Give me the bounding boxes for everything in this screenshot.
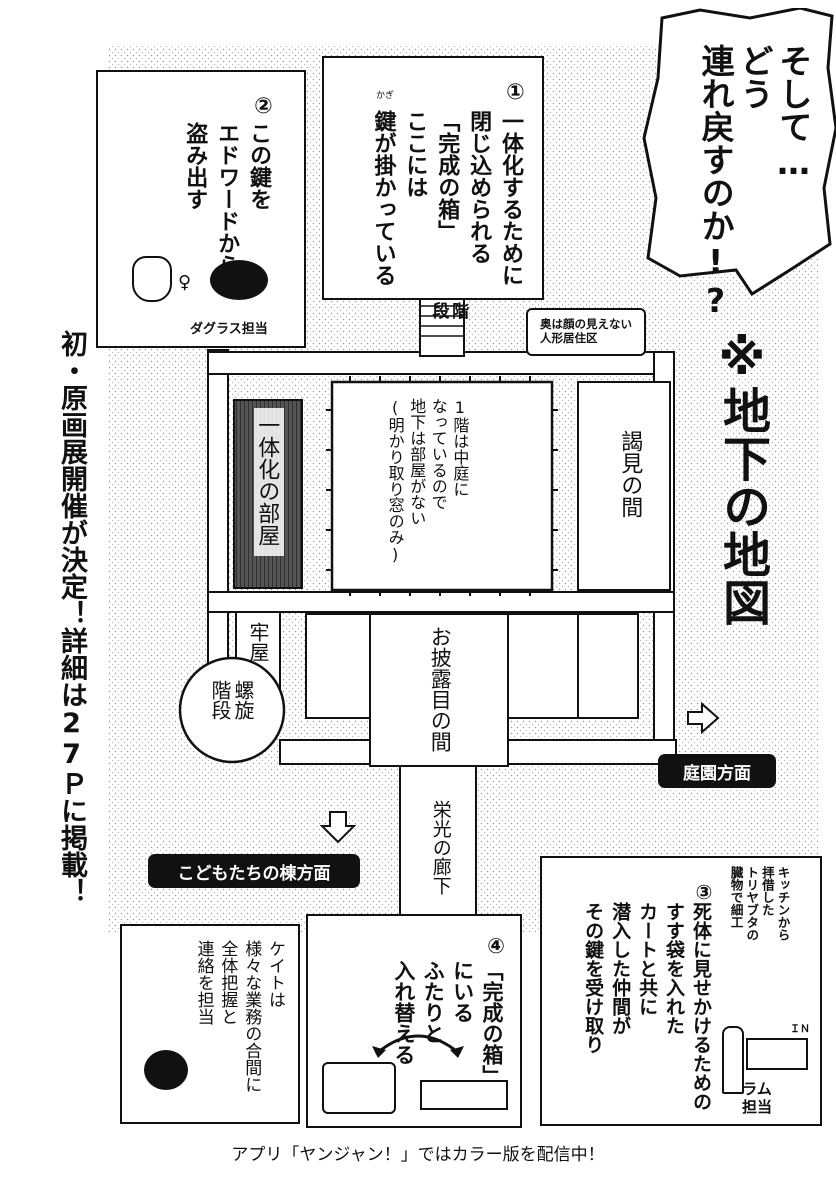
note-3-caption: ラム 担当 <box>742 1080 773 1116</box>
note-1-ruby: かぎ <box>376 91 395 101</box>
footer-text: アプリ「ヤンジャン！」ではカラー版を配信中！ <box>231 1145 605 1165</box>
glory-corridor-label: 栄光の廊下 <box>429 800 452 895</box>
note-3-number: ③ <box>692 880 716 904</box>
note-4-number: ④ <box>484 934 508 958</box>
note-3-in-label: ＩＮ <box>790 1024 810 1035</box>
note-3-box: ③ 死体に見せかけるための すす袋を入れた カートと共に 潜入した仲間が その鍵… <box>540 856 822 1126</box>
shout-bubble-shape <box>642 8 836 297</box>
shout-text: そして… どう 連れ戻すのか!? <box>696 44 813 320</box>
note-5-text: ケイトは 様々な業務の合間に 全体把握と 連絡を担当 <box>193 940 285 1093</box>
stairs-label: 階 段 <box>428 302 469 319</box>
note-2-box: ② この鍵を エドワードから 盗み出す ♀ ダグラス担当 <box>96 70 306 348</box>
announcement-text: 初・原画展開催が決定！詳細は27Ｐに掲載！ <box>56 330 88 905</box>
unification-room-label: 一体化の部屋 <box>254 414 280 546</box>
children-direction-tag: こどもたちの棟方面 <box>148 854 360 888</box>
audience-room-label: 謁見の間 <box>617 430 643 518</box>
box-illustration <box>420 1080 508 1110</box>
note-2-text: この鍵を エドワードから 盗み出す <box>182 122 271 276</box>
cart-illustration-2 <box>746 1038 808 1070</box>
debut-room-label: お披露目の間 <box>428 626 453 752</box>
swap-arrow-icon <box>372 1034 464 1058</box>
note-3-side-note: キッチンから 拝借した トリヤブタの 臓物で細工 <box>728 866 791 941</box>
character-pair <box>210 260 268 300</box>
lamp-figure-illustration <box>722 1026 744 1094</box>
note-1-box: ① 一体化するために 閉じ込められる 「完成の箱」 ここには 鍵が掛かっている … <box>322 56 544 300</box>
note-4-text: 「完成の箱」 にいる ふたりと 入れ替える <box>391 960 504 1086</box>
map-title: ※地下の地図 <box>714 330 770 626</box>
garden-direction-tag: 庭園方面 <box>658 754 776 788</box>
note-1-text: 一体化するために 閉じ込められる 「完成の箱」 ここには 鍵が掛かっている <box>370 110 523 286</box>
note-5-box: ケイトは 様々な業務の合間に 全体把握と 連絡を担当 <box>120 924 300 1124</box>
note-3-text: 死体に見せかけるための すす袋を入れた カートと共に 潜入した仲間が その鍵を受… <box>582 902 712 1111</box>
spiral-stairs-label: 螺旋 階段 <box>208 680 255 720</box>
note-1-number: ① <box>503 80 528 105</box>
character-douglas <box>132 256 172 302</box>
courtyard-note: 1階は中庭に なっているので 地下は部屋がない (明かり取り窓のみ) <box>385 398 470 564</box>
key-icon: ♀ <box>178 272 192 293</box>
note-2-number: ② <box>251 94 276 119</box>
jail-label: 牢屋 <box>246 622 270 662</box>
note-2-caption: ダグラス担当 <box>190 322 268 337</box>
note-4-box: ④ 「完成の箱」 にいる ふたりと 入れ替える <box>306 914 522 1128</box>
cart-illustration <box>322 1062 396 1114</box>
puppet-area-label: 奥は顔の見えない 人形居住区 <box>526 308 646 356</box>
character-kate <box>144 1050 188 1090</box>
